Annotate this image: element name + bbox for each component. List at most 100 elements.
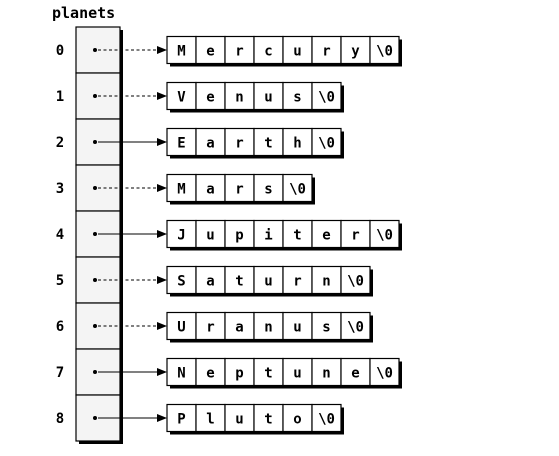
- char-label: a: [206, 182, 214, 198]
- char-cell: [311, 35, 342, 65]
- char-cell: [166, 311, 197, 341]
- char-cell: [311, 265, 342, 295]
- array-index: 4: [56, 227, 64, 243]
- char-cell: [369, 219, 400, 249]
- char-label: a: [206, 274, 214, 290]
- char-cell: [369, 357, 400, 387]
- char-cell: [282, 219, 313, 249]
- char-cell: [166, 173, 197, 203]
- char-label: l: [206, 412, 214, 428]
- char-label: \0: [289, 182, 306, 198]
- char-label: r: [206, 320, 214, 336]
- char-cell: [166, 35, 197, 65]
- char-label: a: [235, 320, 243, 336]
- char-label: \0: [376, 44, 393, 60]
- pointer-dot: [93, 324, 97, 328]
- pointer-dot: [93, 416, 97, 420]
- char-label: u: [293, 320, 301, 336]
- char-cell: [253, 35, 284, 65]
- char-label: e: [206, 44, 214, 60]
- char-label: \0: [318, 136, 335, 152]
- char-label: u: [264, 274, 272, 290]
- char-label: \0: [347, 274, 364, 290]
- char-label: o: [293, 412, 301, 428]
- char-cell: [340, 35, 371, 65]
- char-cell: [195, 219, 226, 249]
- char-label: \0: [318, 412, 335, 428]
- char-label: u: [293, 366, 301, 382]
- array-index: 5: [56, 273, 64, 289]
- char-label: P: [177, 412, 185, 428]
- char-cell: [253, 127, 284, 157]
- char-cell: [282, 403, 313, 433]
- char-label: h: [293, 136, 301, 152]
- char-cell: [253, 219, 284, 249]
- char-cell: [369, 35, 400, 65]
- char-label: u: [235, 412, 243, 428]
- char-cell: [340, 265, 371, 295]
- char-label: p: [235, 228, 243, 244]
- char-label: r: [293, 274, 301, 290]
- char-label: p: [235, 366, 243, 382]
- char-cell: [282, 173, 313, 203]
- char-label: e: [322, 228, 330, 244]
- char-label: J: [177, 228, 185, 244]
- array-index: 3: [56, 181, 64, 197]
- char-label: S: [177, 274, 185, 290]
- char-label: e: [206, 90, 214, 106]
- char-cell: [311, 357, 342, 387]
- pointer-dot: [93, 232, 97, 236]
- pointer-dot: [93, 48, 97, 52]
- char-cell: [224, 403, 255, 433]
- char-label: t: [235, 274, 243, 290]
- char-cell: [195, 127, 226, 157]
- char-cell: [340, 219, 371, 249]
- char-label: n: [235, 90, 243, 106]
- char-label: M: [177, 182, 185, 198]
- char-label: s: [293, 90, 301, 106]
- char-label: t: [264, 412, 272, 428]
- char-label: u: [206, 228, 214, 244]
- char-cell: [311, 127, 342, 157]
- pointer-dot: [93, 186, 97, 190]
- char-label: \0: [376, 228, 393, 244]
- array-index: 1: [56, 89, 64, 105]
- char-cell: [166, 403, 197, 433]
- char-label: t: [264, 366, 272, 382]
- char-cell: [195, 81, 226, 111]
- char-cell: [311, 311, 342, 341]
- char-label: V: [177, 90, 186, 106]
- arrow-head: [157, 92, 167, 100]
- char-label: s: [264, 182, 272, 198]
- arrow-head: [157, 322, 167, 330]
- char-cell: [224, 81, 255, 111]
- arrow-head: [157, 230, 167, 238]
- char-label: c: [264, 44, 272, 60]
- char-cell: [224, 173, 255, 203]
- char-cell: [195, 265, 226, 295]
- char-cell: [253, 81, 284, 111]
- char-label: r: [351, 228, 359, 244]
- array-index: 0: [56, 43, 64, 59]
- char-label: r: [235, 182, 243, 198]
- char-cell: [282, 35, 313, 65]
- arrow-head: [157, 184, 167, 192]
- arrow-head: [157, 138, 167, 146]
- arrow-head: [157, 414, 167, 422]
- char-label: u: [264, 90, 272, 106]
- pointer-dot: [93, 94, 97, 98]
- char-label: t: [264, 136, 272, 152]
- arrow-head: [157, 368, 167, 376]
- char-cell: [282, 81, 313, 111]
- array-title: planets: [52, 4, 115, 22]
- char-cell: [195, 173, 226, 203]
- array-index: 8: [56, 411, 64, 427]
- array-index: 6: [56, 319, 64, 335]
- char-label: i: [264, 228, 272, 244]
- char-cell: [195, 403, 226, 433]
- char-label: t: [293, 228, 301, 244]
- char-cell: [195, 311, 226, 341]
- array-index: 2: [56, 135, 64, 151]
- char-label: a: [206, 136, 214, 152]
